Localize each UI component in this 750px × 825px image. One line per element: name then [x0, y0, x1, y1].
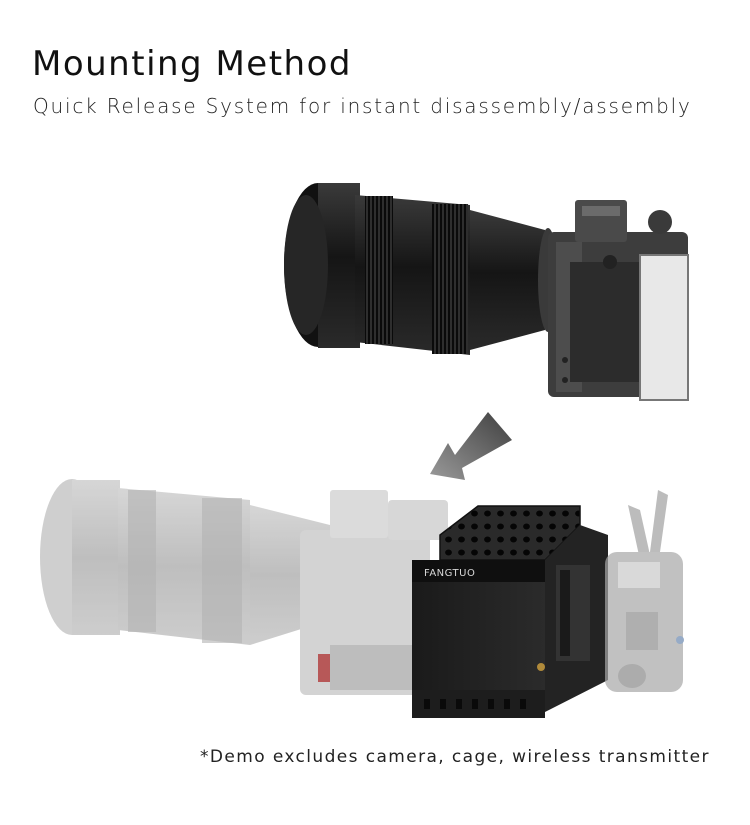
- down-left-arrow-icon: [430, 412, 512, 480]
- page-title: Mounting Method: [32, 44, 352, 84]
- ghost-camera-rig: [40, 479, 448, 695]
- page-subtitle: Quick Release System for instant disasse…: [33, 94, 692, 118]
- brand-label: FANGTUO: [424, 568, 475, 579]
- footnote: *Demo excludes camera, cage, wireless tr…: [200, 747, 710, 767]
- battery-plate-icon: FANGTUO: [412, 505, 608, 718]
- wireless-transmitter-icon: [605, 490, 684, 692]
- camera-rig-icon: [284, 183, 689, 401]
